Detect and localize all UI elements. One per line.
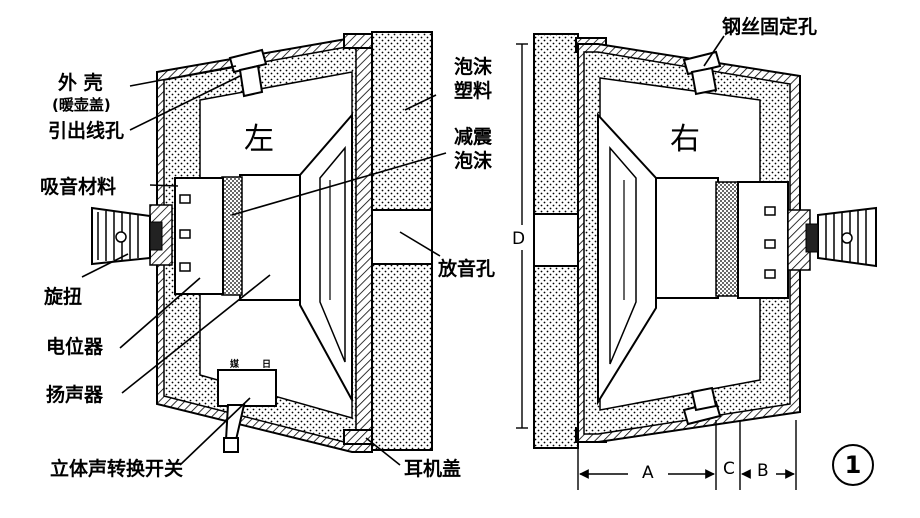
- dimension-c-label: C: [723, 459, 735, 479]
- right-wire-fix-clamp-icon: [682, 50, 722, 426]
- left-sound-hole: [371, 209, 433, 265]
- label-left: 左: [244, 122, 274, 157]
- figure-number-badge: 1: [832, 444, 874, 486]
- label-lead-hole: 引出线孔: [48, 120, 125, 142]
- label-speaker: 扬声器: [46, 384, 104, 406]
- label-right: 右: [670, 122, 700, 157]
- dimension-d-label: D: [512, 228, 526, 250]
- left-earphone: [91, 31, 433, 453]
- right-earphone: [533, 33, 877, 449]
- label-damping-foam-1: 减震: [454, 126, 493, 148]
- label-sound-hole: 放音孔: [438, 258, 496, 280]
- right-speaker-magnet: [655, 177, 719, 299]
- leader-lines: [81, 35, 725, 466]
- left-speaker-magnet-core: [221, 176, 243, 296]
- label-knob: 旋扭: [44, 286, 83, 308]
- left-speaker-magnet: [239, 174, 301, 301]
- label-potentiometer: 电位器: [46, 336, 104, 358]
- figure-number: 1: [844, 451, 862, 479]
- switch-tag-2: 日: [262, 360, 272, 370]
- label-earphone-cover: 耳机盖: [404, 458, 462, 480]
- label-foam-plastic-1: 泡沫: [454, 56, 493, 78]
- label-foam-plastic-2: 塑料: [454, 80, 493, 102]
- label-wire-fix-hole: 钢丝固定孔: [722, 16, 818, 38]
- left-cover-flange: [343, 33, 375, 49]
- label-absorb-material: 吸音材料: [40, 176, 117, 198]
- left-speaker-cone: [319, 145, 346, 363]
- dimension-lines: [516, 43, 797, 490]
- right-sound-hole: [533, 213, 579, 267]
- right-potentiometer: [737, 181, 789, 299]
- switch-tag-1: 媒: [230, 360, 240, 370]
- label-damping-foam-2: 泡沫: [454, 150, 493, 172]
- label-outer-shell-sub: (暖壶盖): [52, 96, 111, 114]
- label-outer-shell: 外 壳: [58, 72, 103, 94]
- right-knob-icon: [805, 206, 877, 268]
- dimension-a-label: A: [642, 463, 654, 483]
- left-knob-icon: [91, 206, 163, 266]
- left-stereo-switch-icon: [217, 369, 277, 453]
- label-stereo-switch: 立体声转换开关: [50, 458, 184, 480]
- dimension-b-label: B: [757, 461, 769, 481]
